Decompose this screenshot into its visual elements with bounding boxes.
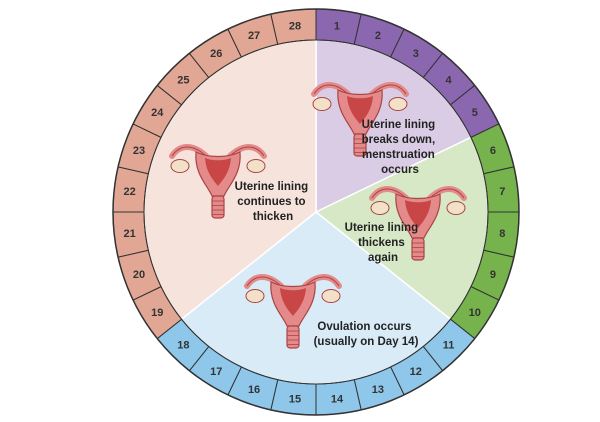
outer-rim xyxy=(112,8,520,416)
day-label-24: 24 xyxy=(151,107,164,119)
day-label-19: 19 xyxy=(151,307,163,319)
day-label-16: 16 xyxy=(248,384,260,396)
luteal-phase-label: Uterine lining continues to thicken xyxy=(235,181,312,223)
uterus-icon-ovulation xyxy=(244,274,342,349)
day-label-13: 13 xyxy=(372,384,384,396)
day-label-9: 9 xyxy=(490,269,496,281)
day-label-27: 27 xyxy=(248,30,260,42)
day-label-28: 28 xyxy=(289,21,301,33)
ovulation-phase-label: Ovulation occurs (usually on Day 14) xyxy=(314,321,419,348)
day-label-26: 26 xyxy=(210,48,222,60)
day-label-11: 11 xyxy=(443,340,455,352)
day-label-10: 10 xyxy=(469,307,481,319)
day-label-14: 14 xyxy=(331,393,344,405)
uterus-icon-post-menses xyxy=(369,186,467,261)
day-label-1: 1 xyxy=(334,21,340,33)
uterus-icon-menstruation xyxy=(311,82,409,157)
day-label-7: 7 xyxy=(499,186,505,198)
day-label-25: 25 xyxy=(177,74,189,86)
day-label-6: 6 xyxy=(490,145,496,157)
day-label-4: 4 xyxy=(446,74,453,86)
post-menses-phase-label: Uterine lining thickens again xyxy=(345,222,422,264)
day-ring: 1234567891011121314151617181920212223242… xyxy=(112,8,520,416)
day-label-18: 18 xyxy=(177,340,189,352)
menstruation-phase-label: Uterine lining breaks down, menstruation… xyxy=(362,119,439,176)
day-label-17: 17 xyxy=(210,366,222,378)
day-label-21: 21 xyxy=(124,228,136,240)
day-label-20: 20 xyxy=(133,269,145,281)
day-label-22: 22 xyxy=(124,186,136,198)
day-label-2: 2 xyxy=(375,30,381,42)
inner-rim xyxy=(143,39,489,385)
day-label-8: 8 xyxy=(499,228,505,240)
uterus-icon-luteal xyxy=(169,144,267,219)
day-label-15: 15 xyxy=(289,393,301,405)
day-label-3: 3 xyxy=(413,48,419,60)
day-label-5: 5 xyxy=(472,107,478,119)
day-label-12: 12 xyxy=(410,366,422,378)
day-label-23: 23 xyxy=(133,145,145,157)
uterus-illustrations xyxy=(169,82,467,349)
